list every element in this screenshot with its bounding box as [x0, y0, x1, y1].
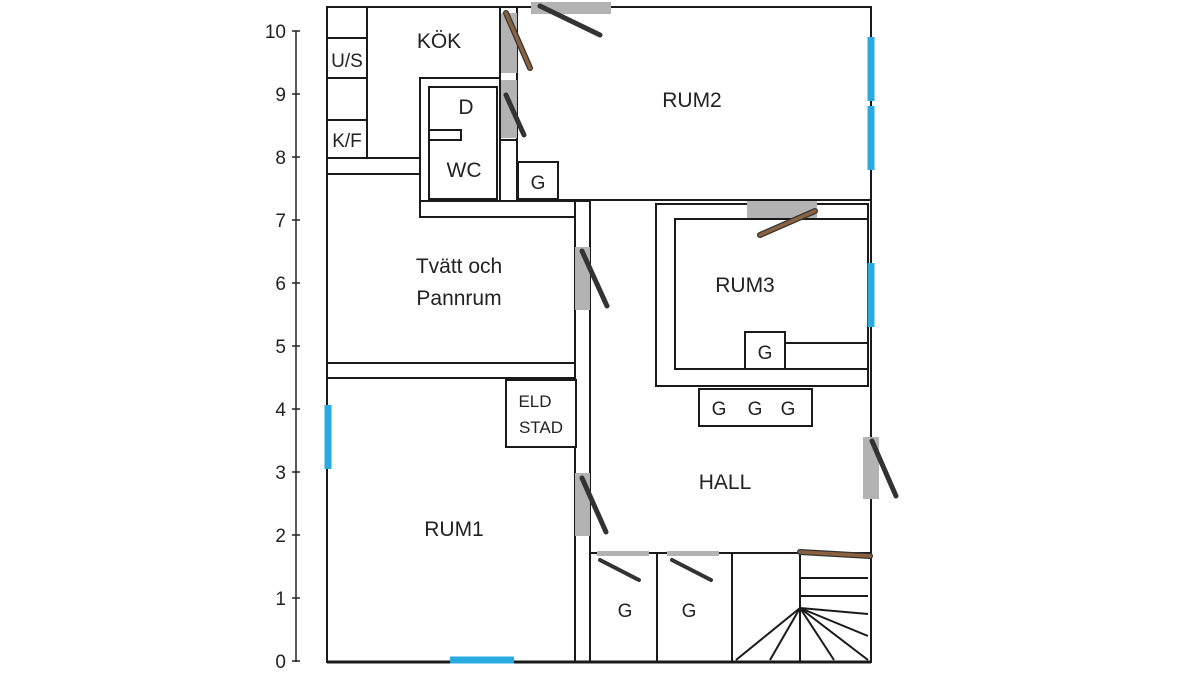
wc-sink	[428, 129, 462, 141]
rum3-closet-box	[744, 331, 786, 370]
y-tick-label: 4	[275, 400, 286, 421]
room-label-rum1: RUM1	[424, 518, 484, 541]
wall-strip	[419, 200, 576, 218]
room-labels: KÖK U/S K/F D WC RUM2 Tvätt och Pannrum …	[331, 30, 775, 541]
y-tick-label: 2	[275, 526, 286, 547]
closet-label: G	[682, 601, 697, 622]
door-frame	[747, 201, 817, 218]
boxes	[505, 161, 813, 448]
room-label-tvatt-line2: Pannrum	[416, 287, 501, 310]
closet-label: G	[618, 601, 633, 622]
room-label-eld-line1: ELD	[518, 392, 551, 411]
y-tick-label: 9	[275, 85, 286, 106]
door-frame	[667, 551, 719, 556]
closet-label: G	[748, 399, 763, 420]
door-frame	[597, 551, 649, 556]
room-label-tvatt-line1: Tvätt och	[416, 255, 502, 278]
hall-closets-box	[698, 388, 813, 427]
y-axis	[292, 30, 300, 662]
door-leaf	[869, 438, 899, 499]
room-label-us: U/S	[331, 51, 363, 72]
y-tick-label: 10	[265, 22, 286, 43]
room-label-kf: K/F	[332, 131, 362, 152]
room-label-rum2: RUM2	[662, 89, 722, 112]
closet-label: G	[758, 343, 773, 364]
closet-label: G	[781, 399, 796, 420]
y-tick-label: 6	[275, 274, 286, 295]
kok-closet-box	[517, 161, 559, 200]
room-label-hall: HALL	[699, 471, 752, 494]
door-leaf	[579, 475, 609, 535]
y-tick-label: 8	[275, 148, 286, 169]
closet-label: G	[531, 173, 546, 194]
wc-inner	[428, 86, 498, 200]
door-frames	[501, 2, 879, 556]
door-leaf	[503, 92, 527, 138]
door-leaf-wood-inner	[758, 209, 817, 237]
y-tick-label: 3	[275, 463, 286, 484]
y-tick-label: 5	[275, 337, 286, 358]
room-label-eld-line2: STAD	[519, 418, 563, 437]
windows	[324, 37, 875, 664]
y-tick-label: 7	[275, 211, 286, 232]
room-label-wc: WC	[447, 159, 482, 182]
room-label-rum3: RUM3	[715, 274, 775, 297]
room-label-kok: KÖK	[417, 30, 461, 53]
staircase	[735, 577, 869, 661]
closet-label: G	[712, 399, 727, 420]
closet-labels: G G G G G G G	[531, 173, 796, 622]
door-leaf	[670, 558, 713, 582]
door-leaf	[537, 3, 603, 38]
y-axis-labels: 10 9 8 7 6 5 4 3 2 1 0	[265, 22, 287, 673]
eldstad-box	[505, 379, 577, 448]
door-leaves	[503, 3, 899, 582]
y-tick-label: 1	[275, 589, 286, 610]
door-leaf	[598, 558, 641, 582]
y-tick-label: 0	[275, 652, 286, 673]
door-leaf-wood-inner	[798, 550, 872, 558]
door-leaf	[579, 248, 610, 309]
walls	[326, 6, 872, 664]
door-leaf-wood-inner	[504, 11, 532, 70]
outer-wall	[326, 6, 872, 663]
room-label-d: D	[458, 96, 473, 119]
